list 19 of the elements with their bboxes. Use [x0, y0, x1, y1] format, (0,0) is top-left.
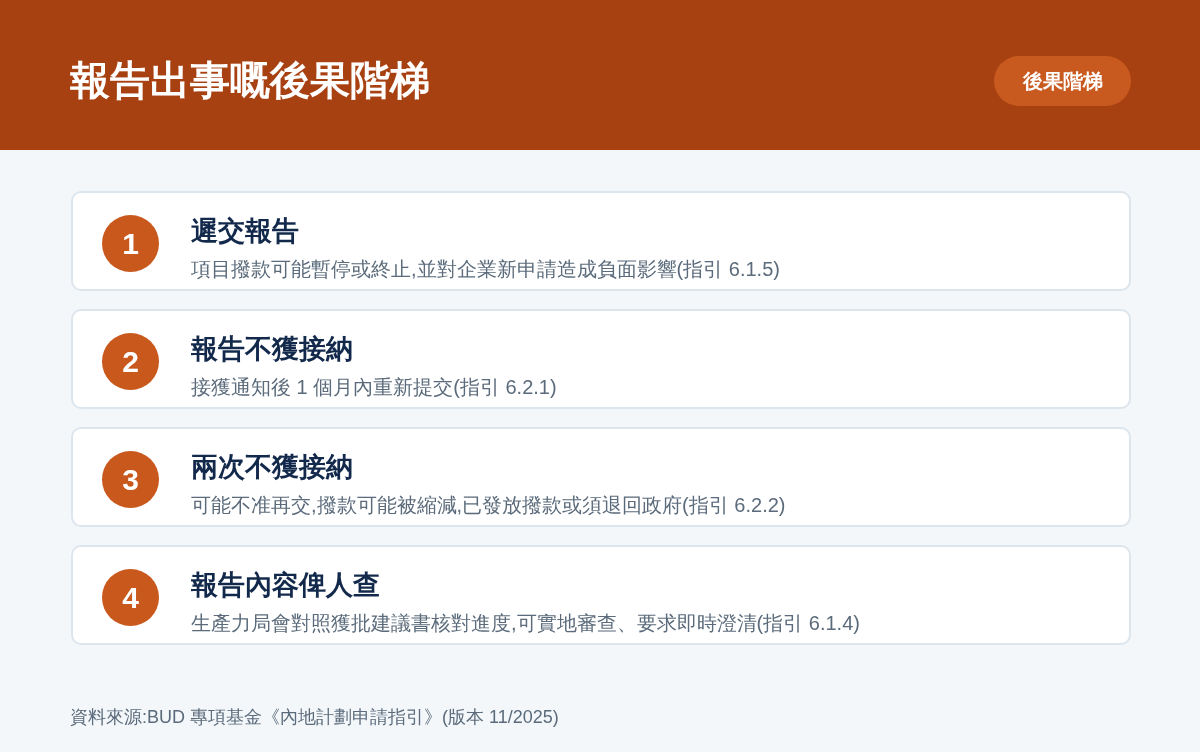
- page-title: 報告出事嘅後果階梯: [70, 57, 430, 104]
- card-title: 兩次不獲接納: [191, 451, 353, 484]
- card-description: 接獲通知後 1 個月內重新提交(指引 6.2.1): [191, 375, 557, 400]
- consequence-card: [71, 309, 1131, 409]
- consequence-card: [71, 191, 1131, 291]
- card-description: 項目撥款可能暫停或終止,並對企業新申請造成負面影響(指引 6.1.5): [191, 257, 780, 282]
- tag-pill: 後果階梯: [994, 56, 1131, 106]
- card-description: 可能不准再交,撥款可能被縮減,已發放撥款或須退回政府(指引 6.2.2): [191, 493, 786, 518]
- card-title: 報告內容俾人查: [191, 569, 380, 602]
- step-number-badge: 3: [102, 451, 159, 508]
- step-number-badge: 4: [102, 569, 159, 626]
- card-title: 報告不獲接納: [191, 333, 353, 366]
- card-title: 遲交報告: [191, 215, 299, 248]
- consequence-card: [71, 427, 1131, 527]
- card-description: 生產力局會對照獲批建議書核對進度,可實地審查、要求即時澄清(指引 6.1.4): [191, 611, 860, 636]
- step-number-badge: 2: [102, 333, 159, 390]
- consequence-card: [71, 545, 1131, 645]
- step-number-badge: 1: [102, 215, 159, 272]
- source-caption: 資料來源:BUD 專項基金《內地計劃申請指引》(版本 11/2025): [70, 706, 559, 729]
